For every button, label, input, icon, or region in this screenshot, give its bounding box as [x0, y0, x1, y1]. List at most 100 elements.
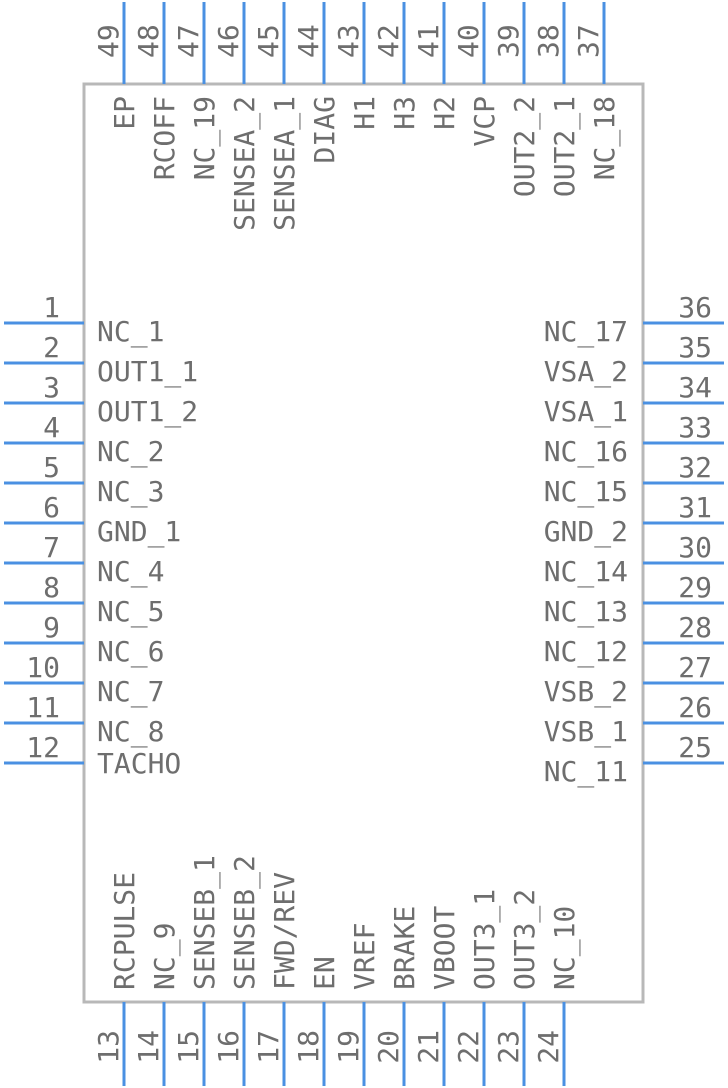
pin-label: NC_19 [188, 96, 222, 180]
pin-label: NC_14 [544, 555, 628, 589]
pin-label: NC_16 [544, 435, 628, 469]
pins-bottom-group: 13RCPULSE14NC_915SENSEB_116SENSEB_217FWD… [92, 855, 582, 1086]
pin-number: 40 [452, 24, 485, 58]
pins-right-group: 25NC_1126VSB_127VSB_228NC_1229NC_1330NC_… [544, 291, 724, 789]
pin-number: 21 [412, 1030, 445, 1064]
pin-label: GND_1 [97, 515, 181, 549]
pin-label: VSB_1 [544, 715, 628, 749]
pin-number: 9 [43, 611, 60, 644]
pin-number: 16 [212, 1030, 245, 1064]
pin-number: 32 [678, 451, 712, 484]
pin-number: 44 [292, 24, 325, 58]
pin-number: 31 [678, 491, 712, 524]
pin-label: OUT2_2 [508, 96, 542, 197]
pin-number: 12 [26, 731, 60, 764]
pin-number: 27 [678, 651, 712, 684]
pin-number: 33 [678, 411, 712, 444]
pin-label: SENSEB_2 [228, 855, 262, 990]
pin-label: OUT1_1 [97, 355, 198, 389]
pin-label: NC_6 [97, 635, 164, 669]
pin-number: 25 [678, 731, 712, 764]
pin-label: OUT2_1 [548, 96, 582, 197]
pin-label: NC_5 [97, 595, 164, 629]
pin-label: FWD/REV [268, 872, 301, 990]
pin-label: NC_1 [97, 315, 164, 349]
pin-number: 2 [43, 331, 60, 364]
pin-number: 42 [372, 24, 405, 58]
pin-label: SENSEA_1 [268, 96, 302, 231]
pin-label: VSA_2 [544, 355, 628, 389]
pin-label: VSA_1 [544, 395, 628, 429]
pin-number: 39 [492, 24, 525, 58]
pin-number: 46 [212, 24, 245, 58]
pin-number: 35 [678, 331, 712, 364]
pin-number: 24 [532, 1030, 565, 1064]
pin-number: 6 [43, 491, 60, 524]
pin-label: VCP [468, 96, 501, 147]
pin-label: VSB_2 [544, 675, 628, 709]
pin-label: NC_12 [544, 635, 628, 669]
pin-number: 3 [43, 371, 60, 404]
pin-label: H1 [348, 96, 381, 130]
pin-number: 22 [452, 1030, 485, 1064]
pin-22: 22 OUT3_1 [452, 889, 502, 1086]
pin-label: NC_11 [544, 755, 628, 789]
pins-left-group: 1NC_12OUT1_13OUT1_24NC_25NC_36GND_17NC_4… [4, 291, 198, 780]
pin-1: 1NC_1 [4, 291, 164, 349]
pin-label: NC_18 [588, 96, 622, 180]
pin-9: 9NC_6 [4, 611, 164, 669]
pin-label: DIAG [308, 96, 341, 163]
pin-label: H2 [428, 96, 461, 130]
pin-number: 26 [678, 691, 712, 724]
pin-24: 24 NC_10 [532, 906, 582, 1086]
pin-label: TACHO [97, 747, 181, 780]
pin-label: NC_10 [548, 906, 582, 990]
pin-number: 34 [678, 371, 712, 404]
pins-top-group: 37NC_1838OUT2_139OUT2_240VCP41H242H343H1… [92, 2, 622, 231]
pin-label: NC_9 [148, 923, 182, 990]
pin-number: 1 [43, 291, 60, 324]
pin-7: 7NC_4 [4, 531, 164, 589]
pin-number: 23 [492, 1030, 525, 1064]
pin-number: 45 [252, 24, 285, 58]
pin-label: GND_2 [544, 515, 628, 549]
pin-label: SENSEA_2 [228, 96, 262, 231]
pin-8: 8NC_5 [4, 571, 164, 629]
pin-number: 37 [572, 24, 605, 58]
pin-16: 16 SENSEB_2 [212, 855, 262, 1086]
pin-label: H3 [388, 96, 421, 130]
pin-label: NC_15 [544, 475, 628, 509]
pin-label: OUT3_1 [468, 889, 502, 990]
pin-label: NC_3 [97, 475, 164, 509]
pin-label: RCOFF [148, 96, 181, 180]
pin-12: 12 TACHO [4, 731, 181, 780]
pin-number: 29 [678, 571, 712, 604]
